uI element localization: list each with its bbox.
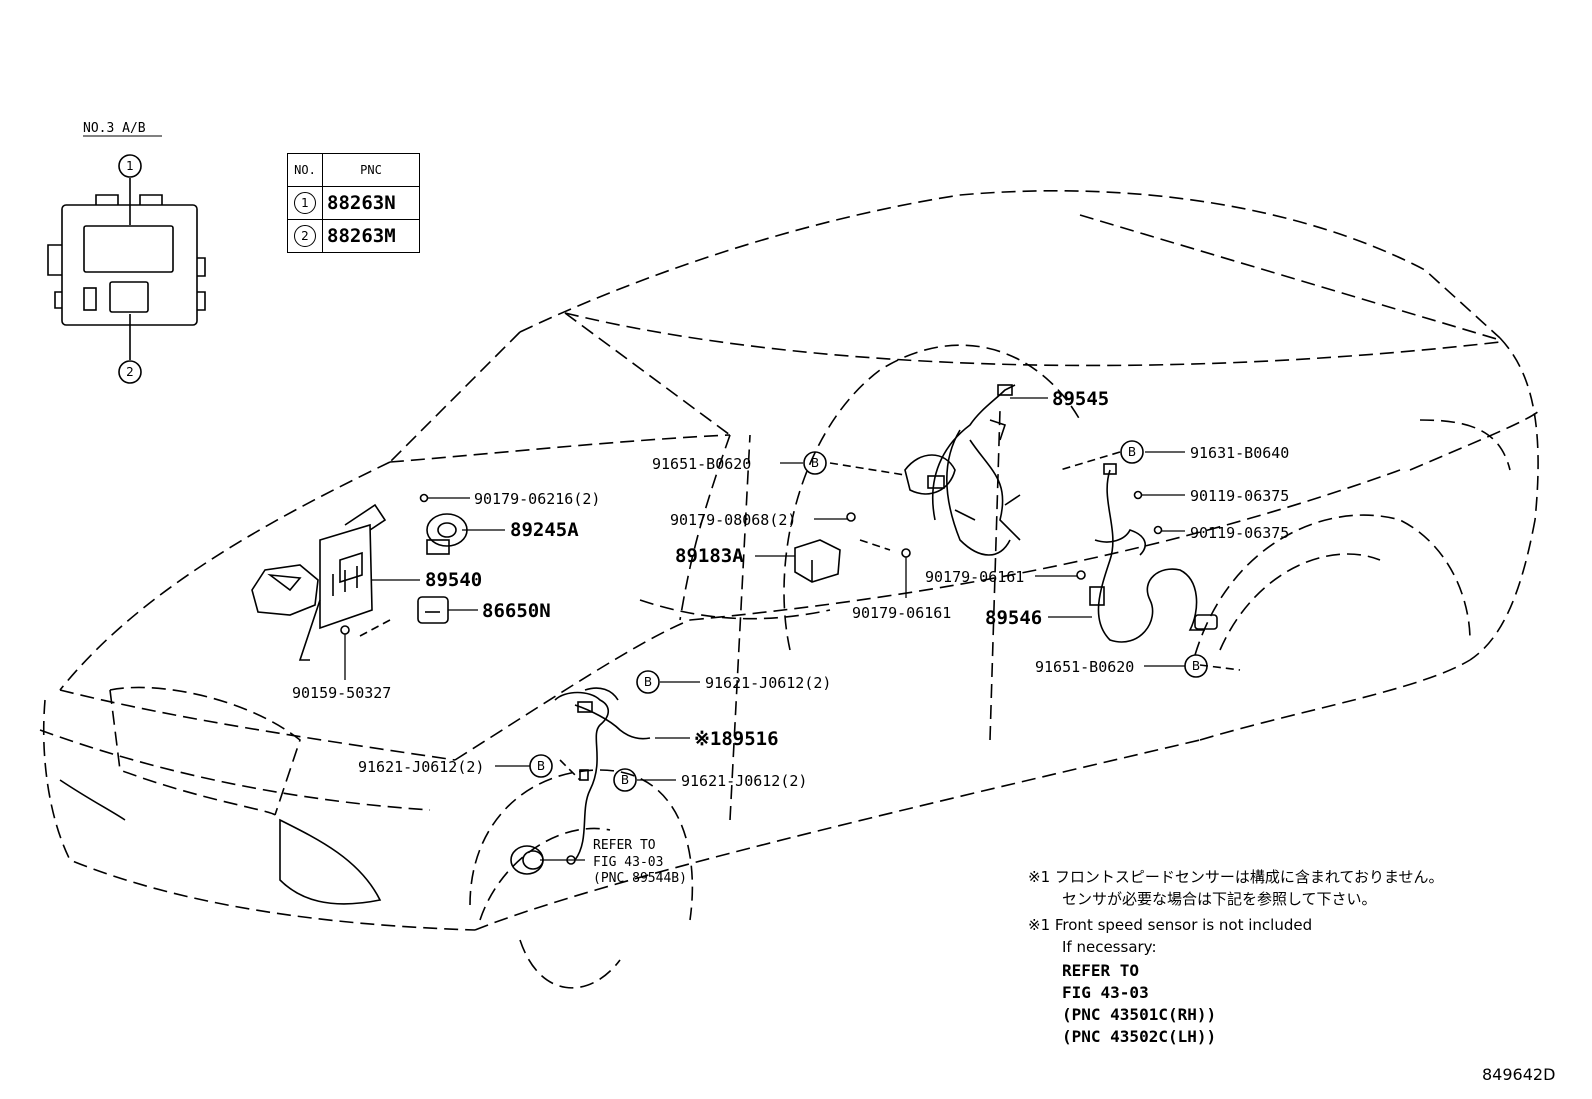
label-86650n: 86650N <box>482 600 551 622</box>
relay-89183a-drawing <box>794 539 841 583</box>
label-89546: 89546 <box>985 607 1042 629</box>
pnc-table-header-no: NO. <box>287 153 323 187</box>
note-ref-2: FIG 43-03 <box>1062 983 1149 1002</box>
label-89545: 89545 <box>1052 388 1109 410</box>
junction-block-title: NO.3 A/B <box>83 121 146 136</box>
part-labels: 89545 91651-B0620 91631-B0640 90119-0637… <box>292 388 1289 886</box>
bolt-letter: B <box>811 456 819 470</box>
figure-id: 849642D <box>1482 1065 1556 1084</box>
pnc-table-header-pnc: PNC <box>322 153 420 187</box>
label-90179-06161-center: 90179-06161 <box>852 604 951 622</box>
sensor-89245a-drawing <box>426 513 468 555</box>
bolt-letter: B <box>1128 445 1136 459</box>
label-89516: ※189516 <box>694 728 779 750</box>
note-en-line-1: ※1 Front speed sensor is not included <box>1028 916 1313 934</box>
refer-line-1: REFER TO <box>593 838 656 853</box>
pnc-table: NO. PNC 1 88263N 2 88263M <box>287 153 420 253</box>
headlight-outline <box>59 779 382 905</box>
note-ref-4: (PNC 43502C(LH)) <box>1062 1027 1217 1046</box>
note-jp-line-1: ※1 フロントスピードセンサーは構成に含まれておりません。 <box>1028 868 1444 886</box>
harness-front-drawing <box>554 687 651 865</box>
label-90179-06216: 90179-06216(2) <box>474 490 600 508</box>
pnc-code: 88263N <box>322 186 420 220</box>
bolt-letter: B <box>644 675 652 689</box>
pnc-code: 88263M <box>322 219 420 253</box>
label-89183a: 89183A <box>675 545 744 567</box>
front-speed-sensor-drawing <box>510 845 544 875</box>
label-90179-08068: 90179-08068(2) <box>670 511 796 529</box>
note-en-line-2: If necessary: <box>1062 938 1157 956</box>
note-jp-line-2: センサが必要な場合は下記を参照して下さい。 <box>1062 890 1377 908</box>
harness-89546-drawing <box>1089 463 1218 643</box>
note-ref-3: (PNC 43501C(RH)) <box>1062 1005 1217 1024</box>
label-89245a: 89245A <box>510 519 579 541</box>
label-89540: 89540 <box>425 569 482 591</box>
callout-1: 1 <box>126 159 134 173</box>
label-90159: 90159-50327 <box>292 684 391 702</box>
actuator-drawing <box>251 564 319 616</box>
row-number: 2 <box>294 225 316 247</box>
row-number: 1 <box>294 192 316 214</box>
bolt-letter: B <box>621 773 629 787</box>
callout-2: 2 <box>126 365 134 379</box>
label-91631: 91631-B0640 <box>1190 444 1289 462</box>
bolt-letter: B <box>537 759 545 773</box>
pnc-table-row: 2 88263M <box>287 219 420 253</box>
bolt-markers <box>529 440 1208 792</box>
label-90119-a: 90119-06375 <box>1190 487 1289 505</box>
harness-89545-drawing <box>904 384 1021 556</box>
label-91621-a: 91621-J0612(2) <box>705 674 831 692</box>
refer-line-3: (PNC 89544B) <box>593 871 687 886</box>
note-ref-1: REFER TO <box>1062 961 1140 980</box>
refer-line-2: FIG 43-03 <box>593 855 663 870</box>
label-91651-bottom: 91651-B0620 <box>1035 658 1134 676</box>
pnc-table-row: 1 88263N <box>287 186 420 220</box>
label-91621-c: 91621-J0612(2) <box>681 772 807 790</box>
car-body-outline <box>39 189 1541 989</box>
label-90119-b: 90119-06375 <box>1190 524 1289 542</box>
label-91651-top: 91651-B0620 <box>652 455 751 473</box>
ecu-89540-drawing <box>298 503 387 661</box>
buzzer-86650n-drawing <box>417 596 449 624</box>
junction-block-drawing <box>47 154 206 384</box>
leader-lines <box>344 397 1185 861</box>
label-90179-06161-right: 90179-06161 <box>925 568 1024 586</box>
label-91621-b: 91621-J0612(2) <box>358 758 484 776</box>
bolt-letters: B B B B B B <box>537 445 1200 787</box>
bolt-letter: B <box>1192 659 1200 673</box>
